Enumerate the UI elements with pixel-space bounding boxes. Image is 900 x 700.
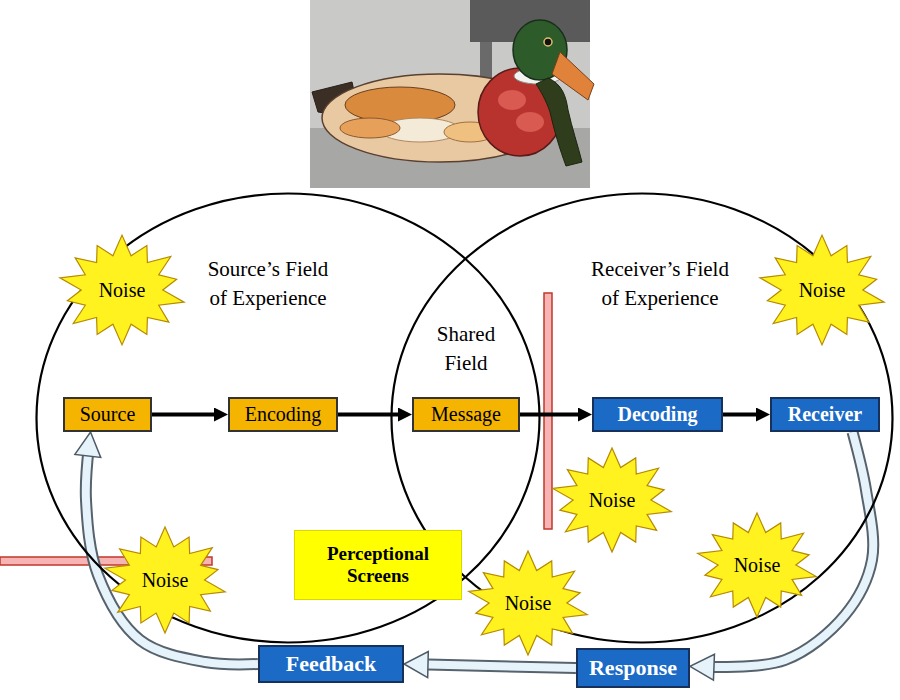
region-label: Receiver’s Field of Experience [590,255,730,313]
connector-group [418,664,576,668]
duck-eye [544,38,552,46]
process-box: Message [412,397,520,432]
noise-burst: Noise [695,512,819,618]
node-label: Noise [589,489,636,512]
photo-wall [310,0,590,188]
process-box: Receiver [770,397,880,432]
field-of-experience-circle: NoiseDecodingReceiverNoiseNoiseReceiver’… [390,192,894,644]
node-label: Noise [734,554,781,577]
duck-chest-mark [498,90,526,110]
process-box: Feedback [258,645,404,683]
connector-group [152,414,220,415]
node-label: Response [589,655,677,680]
region-label: Shared Field [421,320,511,378]
process-box: Decoding [592,397,723,432]
node-label: Noise [799,279,846,302]
noise-burst: Noise [550,447,674,553]
noise-burst-shape [469,551,587,655]
duck-photo [310,0,594,188]
node-label: Source [80,403,136,426]
connector-group [338,414,404,415]
noise-burst: Noise [466,550,590,656]
noise-burst-shape [60,235,184,345]
process-box: Source [63,397,152,432]
process-box: Response [576,648,690,688]
feedback-arrow-fill [86,446,258,664]
connector-group [520,414,584,415]
flow-arrow [338,413,404,417]
flow-arrow [520,413,584,417]
noise-burst: Noise [757,234,887,346]
noise-burst-shape [553,448,671,552]
flow-arrow [152,413,220,417]
node-label: Perceptional Screens [303,543,453,587]
feedback-arrow [418,664,576,668]
note-box: Perceptional Screens [294,530,462,600]
node-label: Noise [505,592,552,615]
circle-outline [392,194,893,643]
perceptual-screen-bar [544,293,552,529]
connector-group [723,414,762,415]
noise-burst: Noise [102,526,228,634]
node-label: Message [431,403,501,426]
feedback-arrow [86,446,258,664]
process-box: Encoding [228,397,338,432]
flow-arrow [723,413,762,417]
duck-wing [345,87,455,123]
node-label: Decoding [618,403,698,426]
node-label: Noise [99,279,146,302]
node-label: Receiver [788,403,862,426]
node-label: Noise [142,569,189,592]
duck-feather [340,118,400,138]
noise-burst-shape [698,513,816,617]
region-label: Source’s Field of Experience [198,255,338,313]
duck-scarf [536,78,582,166]
feedback-arrow-fill [418,664,576,668]
node-label: Encoding [245,403,322,426]
noise-burst: Noise [57,234,187,346]
duck-chest-mark [516,112,544,132]
noise-burst-shape [105,527,225,633]
noise-burst-shape [760,235,884,345]
connector-group [86,446,258,664]
node-label: Feedback [286,651,376,676]
